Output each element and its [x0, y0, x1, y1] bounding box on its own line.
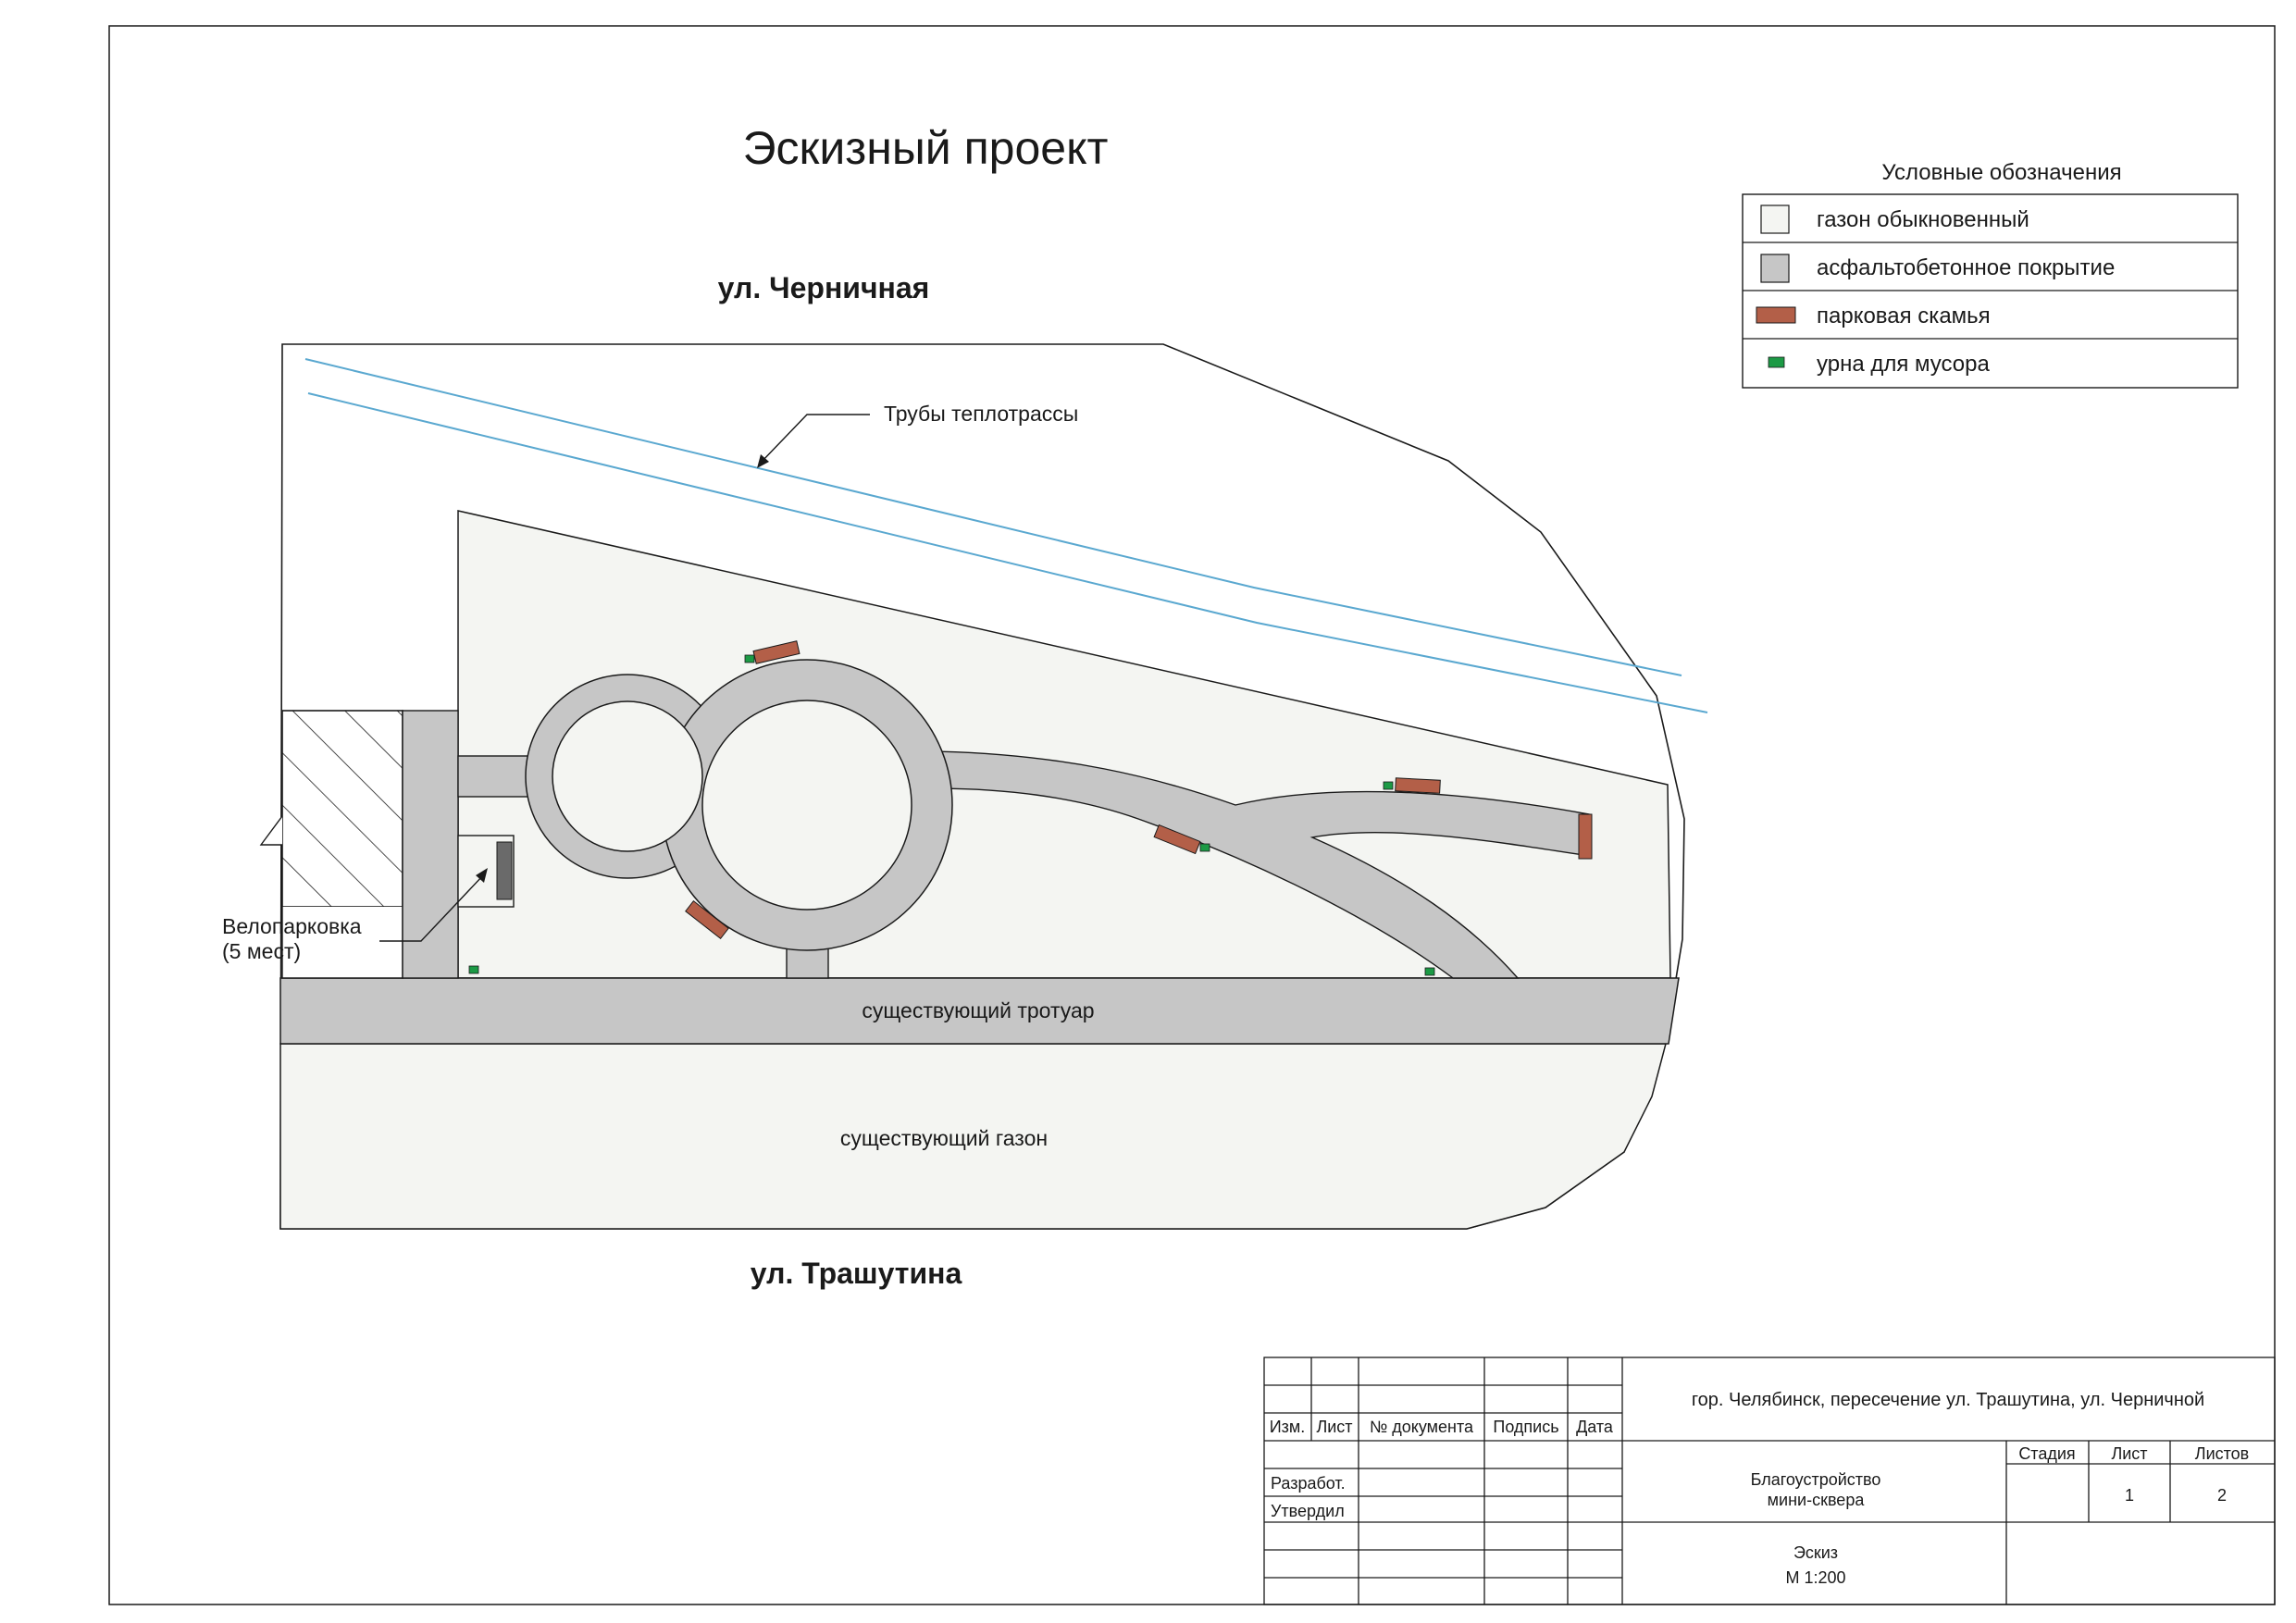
stamp-project-line1: Благоустройство	[1751, 1470, 1881, 1489]
stamp-header-date: Дата	[1576, 1418, 1614, 1436]
stamp-header-list: Лист	[1316, 1418, 1352, 1436]
existing-sidewalk	[279, 977, 1680, 1045]
stamp-sheets-label: Листов	[2195, 1444, 2249, 1463]
trash-bin	[1424, 967, 1435, 976]
stamp-drawing-line2: М 1:200	[1785, 1568, 1845, 1587]
bin-swatch-icon	[1768, 356, 1785, 368]
existing-lawn	[279, 1043, 1667, 1230]
stamp-role-approver: Утвердил	[1271, 1502, 1345, 1520]
trash-bin	[468, 965, 479, 974]
stamp-sheet-label: Лист	[2111, 1444, 2147, 1463]
pipes-leader-line	[760, 414, 870, 464]
stamp-sheet-value: 1	[2125, 1486, 2134, 1505]
path-vertical	[402, 710, 459, 979]
legend-item-label: асфальтобетонное покрытие	[1817, 255, 2115, 280]
bench-swatch-icon	[1756, 306, 1796, 324]
stamp-drawing-line1: Эскиз	[1793, 1543, 1838, 1562]
bench	[1578, 813, 1593, 860]
title-block	[1263, 1357, 2276, 1605]
lawn-label: существующий газон	[840, 1126, 1048, 1150]
sheet-frame	[108, 25, 2276, 1605]
legend: Условные обозначения газон обыкновенный …	[1742, 160, 2239, 389]
asphalt-swatch-icon	[1760, 254, 1790, 283]
street-north-label: ул. Черничная	[718, 271, 930, 304]
stamp-header-izm: Изм.	[1270, 1418, 1306, 1436]
bench	[752, 640, 800, 664]
legend-item-label: газон обыкновенный	[1817, 207, 2029, 232]
lawn-swatch-icon	[1760, 204, 1790, 234]
trash-bin	[1199, 843, 1210, 852]
title-block-frame	[1263, 1357, 2276, 1605]
legend-title: Условные обозначения	[1881, 160, 2121, 185]
trash-bin	[1383, 781, 1394, 790]
title-block-text: Изм. Лист № документа Подпись Дата Разра…	[1270, 1390, 2250, 1587]
stamp-header-doc: № документа	[1370, 1418, 1474, 1436]
pipes-leader-arrow	[757, 454, 769, 468]
heating-pipe-line-2	[307, 392, 1708, 713]
path-connector-west	[457, 755, 533, 798]
legend-item-label: урна для мусора	[1817, 352, 1990, 377]
bench	[1153, 824, 1201, 855]
site-plan: существующий тротуар существующий газон …	[222, 343, 1708, 1230]
pipes-callout-label: Трубы теплотрассы	[884, 402, 1078, 426]
bike-parking-label-line2: (5 мест)	[222, 939, 301, 963]
legend-item-label: парковая скамья	[1817, 304, 1991, 328]
bike-rack	[496, 841, 513, 900]
stamp-header-sign: Подпись	[1493, 1418, 1558, 1436]
stamp-project-line2: мини-сквера	[1768, 1491, 1866, 1509]
stamp-sheets-value: 2	[2217, 1486, 2227, 1505]
street-south-label: ул. Трашутина	[751, 1257, 962, 1290]
circle-lawn-small	[552, 700, 703, 852]
page-title: Эскизный проект	[743, 122, 1109, 174]
stamp-address: гор. Челябинск, пересечение ул. Трашутин…	[1692, 1390, 2204, 1410]
bike-parking-leader-arrow	[476, 868, 488, 883]
stamp-stage-label: Стадия	[2018, 1444, 2075, 1463]
heating-pipe-line-1	[304, 358, 1682, 676]
trash-bin	[744, 654, 755, 663]
bike-parking-leader-line	[379, 873, 485, 942]
building-break-mark	[259, 815, 283, 846]
building-hatched	[281, 710, 403, 908]
stamp-role-developer: Разработ.	[1271, 1474, 1346, 1493]
bench	[685, 900, 729, 939]
bench	[1395, 777, 1441, 794]
bike-parking-label-line1: Велопарковка	[222, 914, 362, 938]
sidewalk-label: существующий тротуар	[862, 998, 1094, 1022]
circle-lawn-large	[701, 700, 912, 911]
